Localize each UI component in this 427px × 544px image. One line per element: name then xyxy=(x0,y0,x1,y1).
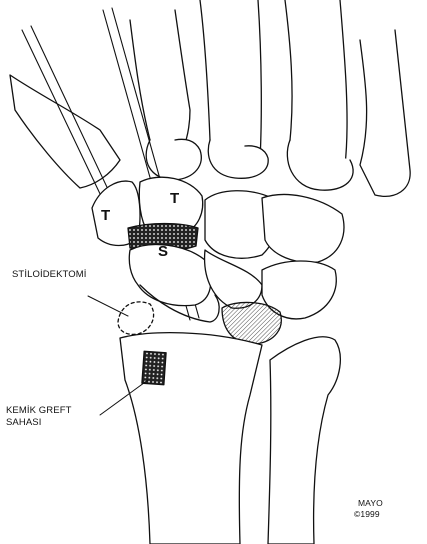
metacarpal-bones xyxy=(10,0,410,196)
styloidectomy-label: STİLOİDEKTOMİ xyxy=(12,269,87,280)
carpal-bones xyxy=(92,177,344,344)
mayo-credit-line2: ©1999 xyxy=(354,509,380,520)
scaphoid-letter: S xyxy=(158,243,168,260)
bone-graft-label-line1: KEMİK GREFT xyxy=(6,405,72,416)
mayo-credit-line1: MAYO xyxy=(358,498,383,509)
trapezoid-letter: T xyxy=(170,190,179,207)
forearm-bones xyxy=(120,333,340,544)
trapezium-letter: T xyxy=(101,207,110,224)
bone-graft-label-line2: SAHASI xyxy=(6,417,41,428)
